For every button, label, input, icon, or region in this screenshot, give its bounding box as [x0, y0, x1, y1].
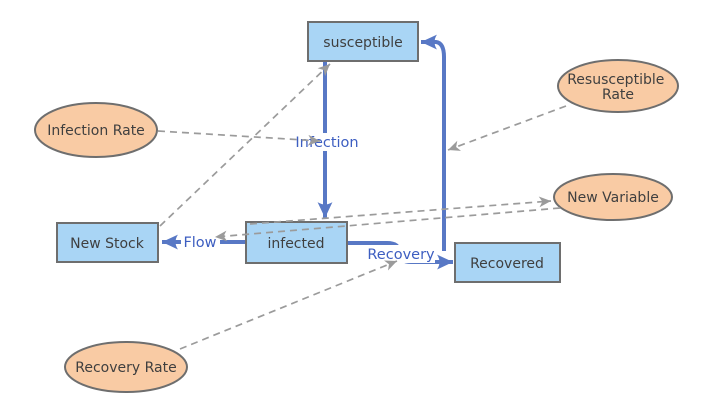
- flow-label-infection[interactable]: Infection: [295, 135, 358, 151]
- variable-resusceptible-rate-label: Resusceptible Rate: [567, 72, 669, 103]
- link-infection-rate-to-infection[interactable]: [157, 130, 321, 146]
- flow-label-background: [181, 234, 220, 251]
- link-recovery-rate-to-recovery[interactable]: [179, 260, 398, 350]
- stock-infected[interactable]: infected: [245, 221, 348, 264]
- stock-new-stock-label: New Stock: [70, 236, 145, 252]
- flow-label-recovery[interactable]: Recovery: [367, 247, 435, 263]
- link-new-stock-to-susceptible[interactable]: [159, 63, 331, 227]
- variable-recovery-rate-label: Recovery Rate: [75, 360, 176, 376]
- variable-new-variable[interactable]: New Variable: [553, 173, 673, 221]
- link-resusceptible-rate-to-resusceptible-flow[interactable]: [447, 105, 567, 151]
- variable-infection-rate[interactable]: Infection Rate: [34, 102, 158, 158]
- flow-resusceptible-arrow[interactable]: [421, 34, 446, 251]
- stock-recovered-label: Recovered: [470, 256, 544, 272]
- stock-susceptible[interactable]: susceptible: [307, 21, 419, 62]
- flow-label-flow[interactable]: Flow: [183, 235, 216, 251]
- variable-infection-rate-label: Infection Rate: [47, 123, 145, 139]
- recovery-label-background: [368, 245, 435, 263]
- stock-recovered[interactable]: Recovered: [454, 242, 561, 283]
- variable-recovery-rate[interactable]: Recovery Rate: [64, 341, 188, 393]
- stock-new-stock[interactable]: New Stock: [56, 222, 159, 263]
- stock-infected-label: infected: [268, 236, 325, 252]
- link-infected-to-new-variable[interactable]: [249, 196, 552, 225]
- link-new-variable-to-flow[interactable]: [214, 207, 561, 242]
- variable-resusceptible-rate[interactable]: Resusceptible Rate: [557, 59, 679, 113]
- stock-susceptible-label: susceptible: [323, 35, 402, 51]
- variable-new-variable-label: New Variable: [567, 190, 659, 206]
